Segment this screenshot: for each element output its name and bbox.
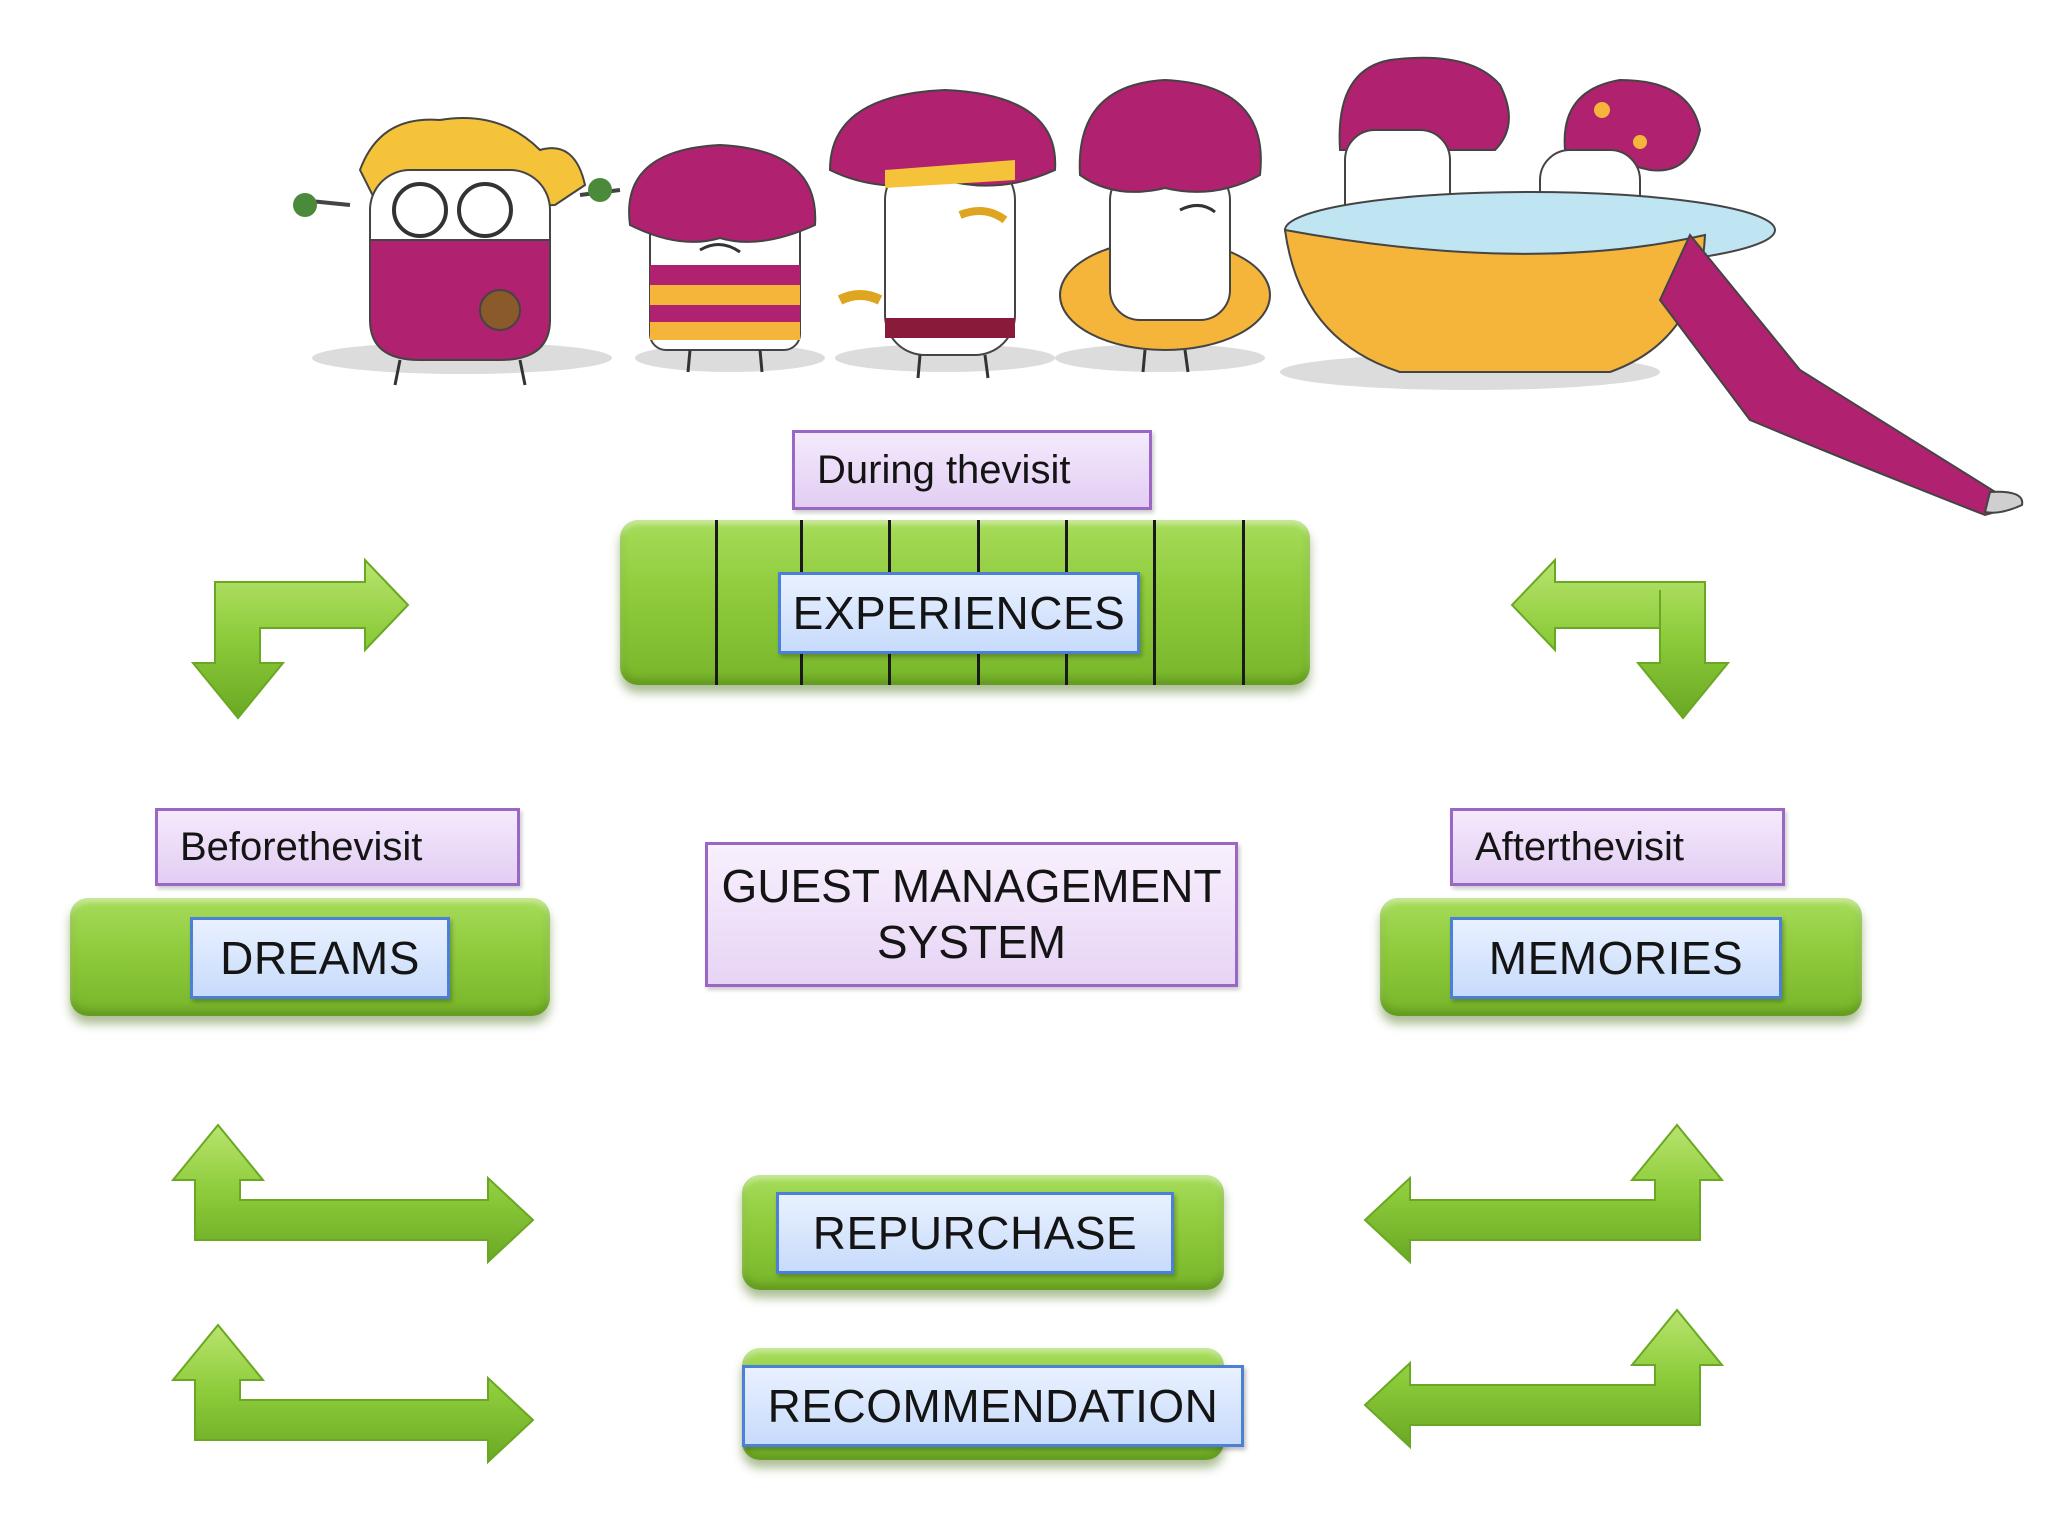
bandana-character — [828, 88, 1057, 379]
arrow-top-right-icon — [1510, 557, 1731, 720]
before-visit-text: Beforethevisit — [180, 824, 423, 869]
experiences-box: EXPERIENCES — [778, 572, 1140, 654]
arrow-bottom-left-2-icon — [170, 1323, 535, 1465]
before-visit-label: Beforethevisit — [155, 808, 520, 886]
repurchase-box: REPURCHASE — [776, 1192, 1174, 1274]
striped-character — [628, 143, 817, 373]
memories-text: MEMORIES — [1488, 932, 1744, 984]
during-visit-label: During thevisit — [792, 430, 1152, 510]
recommendation-box: RECOMMENDATION — [742, 1365, 1244, 1447]
blonde-character — [293, 117, 621, 386]
bath-tub-characters — [1283, 56, 2024, 517]
arrow-bottom-right-1-icon — [1363, 1123, 1725, 1265]
dreams-box: DREAMS — [190, 917, 450, 999]
cartoon-illustration — [293, 56, 2024, 517]
memories-box: MEMORIES — [1450, 917, 1782, 999]
recommendation-text: RECOMMENDATION — [767, 1380, 1219, 1432]
after-visit-label: Afterthevisit — [1450, 808, 1785, 886]
arrow-bottom-right-2-icon — [1363, 1308, 1725, 1450]
center-title-line2: SYSTEM — [876, 915, 1067, 968]
dreams-text: DREAMS — [220, 932, 420, 984]
arrow-bottom-left-1-icon — [170, 1123, 535, 1265]
experiences-text: EXPERIENCES — [792, 587, 1126, 639]
after-visit-text: Afterthevisit — [1475, 824, 1684, 869]
float-ring-character — [1059, 78, 1271, 373]
during-visit-text: During thevisit — [817, 447, 1071, 492]
guest-management-system-box: GUEST MANAGEMENT SYSTEM — [705, 842, 1238, 987]
arrow-top-left-icon — [190, 557, 410, 720]
repurchase-text: REPURCHASE — [812, 1207, 1138, 1259]
center-title-line1: GUEST MANAGEMENT — [721, 860, 1222, 913]
